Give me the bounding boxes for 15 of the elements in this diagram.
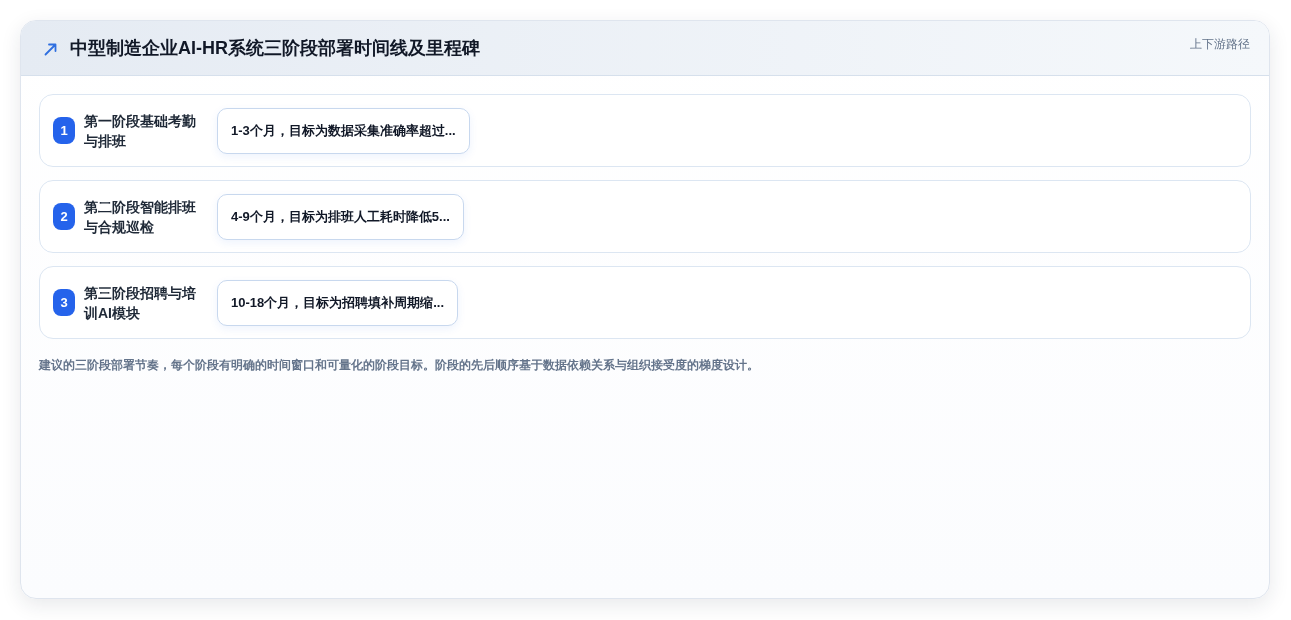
header-label: 上下游路径 [1190,36,1250,52]
step-number-badge: 1 [53,117,75,144]
step-number-badge: 3 [53,289,75,316]
diagram-title: 中型制造企业AI-HR系统三阶段部署时间线及里程碑 [70,37,480,60]
phase-title: 第二阶段智能排班与合规巡检 [84,197,197,237]
milestone-box: 10-18个月，目标为招聘填补周期缩... [217,279,459,326]
milestone-box: 4-9个月，目标为排班人工耗时降低5... [217,193,464,240]
milestone-box: 1-3个月，目标为数据采集准确率超过... [217,107,470,154]
phase-card [39,94,1251,167]
footnote: 建议的三阶段部署节奏，每个阶段有明确的时间窗口和可量化的阶段目标。阶段的先后顺序基于数据依赖关系与组织接受度的梯度设计。 [39,357,760,373]
phase-title: 第一阶段基础考勤与排班 [84,111,197,151]
step-number-badge: 2 [53,203,75,230]
phase-card [39,266,1251,339]
phase-card [39,180,1251,253]
phase-title: 第三阶段招聘与培训AI模块 [84,283,197,323]
